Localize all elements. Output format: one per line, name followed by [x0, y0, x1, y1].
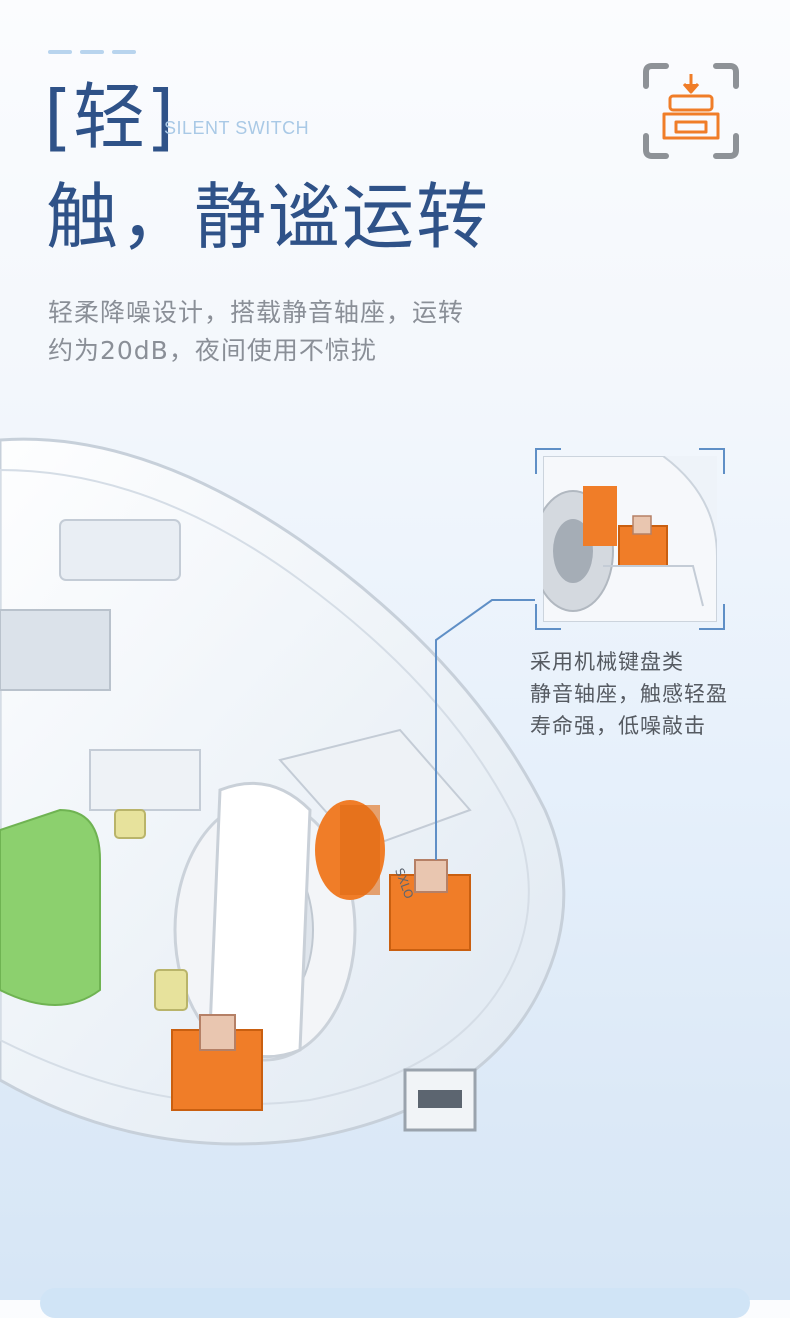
- mouse-product-image: SXLO: [0, 430, 580, 1150]
- description-line-2: 约为20dB，夜间使用不惊扰: [48, 336, 377, 365]
- title-line-2: 触，静谧运转: [46, 175, 491, 259]
- feature-description: 采用机械键盘类 静音轴座，触感轻盈 寿命强，低噪敲击: [530, 646, 728, 742]
- subtitle-english: SILENT SWITCH: [164, 118, 310, 138]
- feature-line-2: 静音轴座，触感轻盈: [530, 682, 728, 706]
- bottom-section-edge: [40, 1288, 750, 1318]
- silent-switch-icon: [642, 62, 740, 160]
- description: 轻柔降噪设计，搭载静音轴座，运转 约为20dB，夜间使用不惊扰: [48, 294, 518, 370]
- description-line-1: 轻柔降噪设计，搭载静音轴座，运转: [48, 298, 465, 327]
- zoom-frame: [535, 448, 725, 630]
- decorative-dashes: [48, 50, 136, 54]
- title-line-1: [轻]: [44, 75, 176, 159]
- switch-closeup-image: [543, 456, 717, 622]
- feature-line-3: 寿命强，低噪敲击: [530, 714, 706, 738]
- feature-line-1: 采用机械键盘类: [530, 650, 684, 674]
